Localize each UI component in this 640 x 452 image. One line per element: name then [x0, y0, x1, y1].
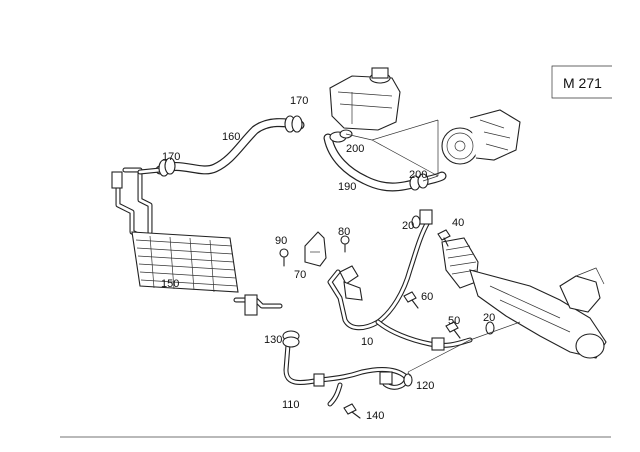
suction-hose-190 [323, 129, 447, 192]
oil-cooler [111, 167, 283, 316]
label-80: 80 [338, 226, 350, 238]
label-40: 40 [452, 217, 464, 229]
label-170-left: 170 [162, 151, 180, 163]
label-160: 160 [222, 131, 240, 143]
bolt-140 [343, 403, 361, 419]
label-150: 150 [161, 278, 179, 290]
model-title: M 271 [563, 75, 602, 91]
pressure-line-10 [327, 209, 473, 351]
seal-ring-20-left [411, 215, 421, 229]
label-20-left: 20 [402, 220, 414, 232]
label-170-top: 170 [290, 95, 308, 107]
label-90: 90 [275, 235, 287, 247]
hose-clamp-170-top [284, 115, 303, 133]
label-50: 50 [448, 315, 460, 327]
steering-gear [441, 237, 607, 359]
power-steering-pump [441, 109, 521, 165]
label-20-right: 20 [483, 312, 495, 324]
label-120: 120 [416, 380, 434, 392]
hose-clamp-170-left [158, 157, 176, 177]
seal-ring-120 [403, 373, 413, 387]
banjo-bolt-40 [437, 229, 451, 247]
label-10: 10 [361, 336, 373, 348]
label-110: 110 [282, 399, 300, 411]
label-140: 140 [366, 410, 384, 422]
model-title-box: M 271 [551, 65, 612, 99]
return-line-110 [282, 330, 409, 407]
label-60: 60 [421, 291, 433, 303]
leader-120 [407, 321, 521, 377]
label-190: 190 [338, 181, 356, 193]
bracket-70 [279, 231, 350, 267]
return-hose-160 [137, 115, 305, 177]
leader-pump [371, 119, 439, 177]
label-70: 70 [294, 269, 306, 281]
bolt-50 [445, 321, 461, 339]
seal-ring-20-right [485, 321, 495, 335]
reservoir [329, 67, 401, 131]
hose-clamp-200-top [329, 129, 353, 143]
label-130: 130 [264, 334, 282, 346]
label-200-top: 200 [346, 143, 364, 155]
label-200-right: 200 [409, 169, 427, 181]
bolt-60 [403, 291, 419, 309]
